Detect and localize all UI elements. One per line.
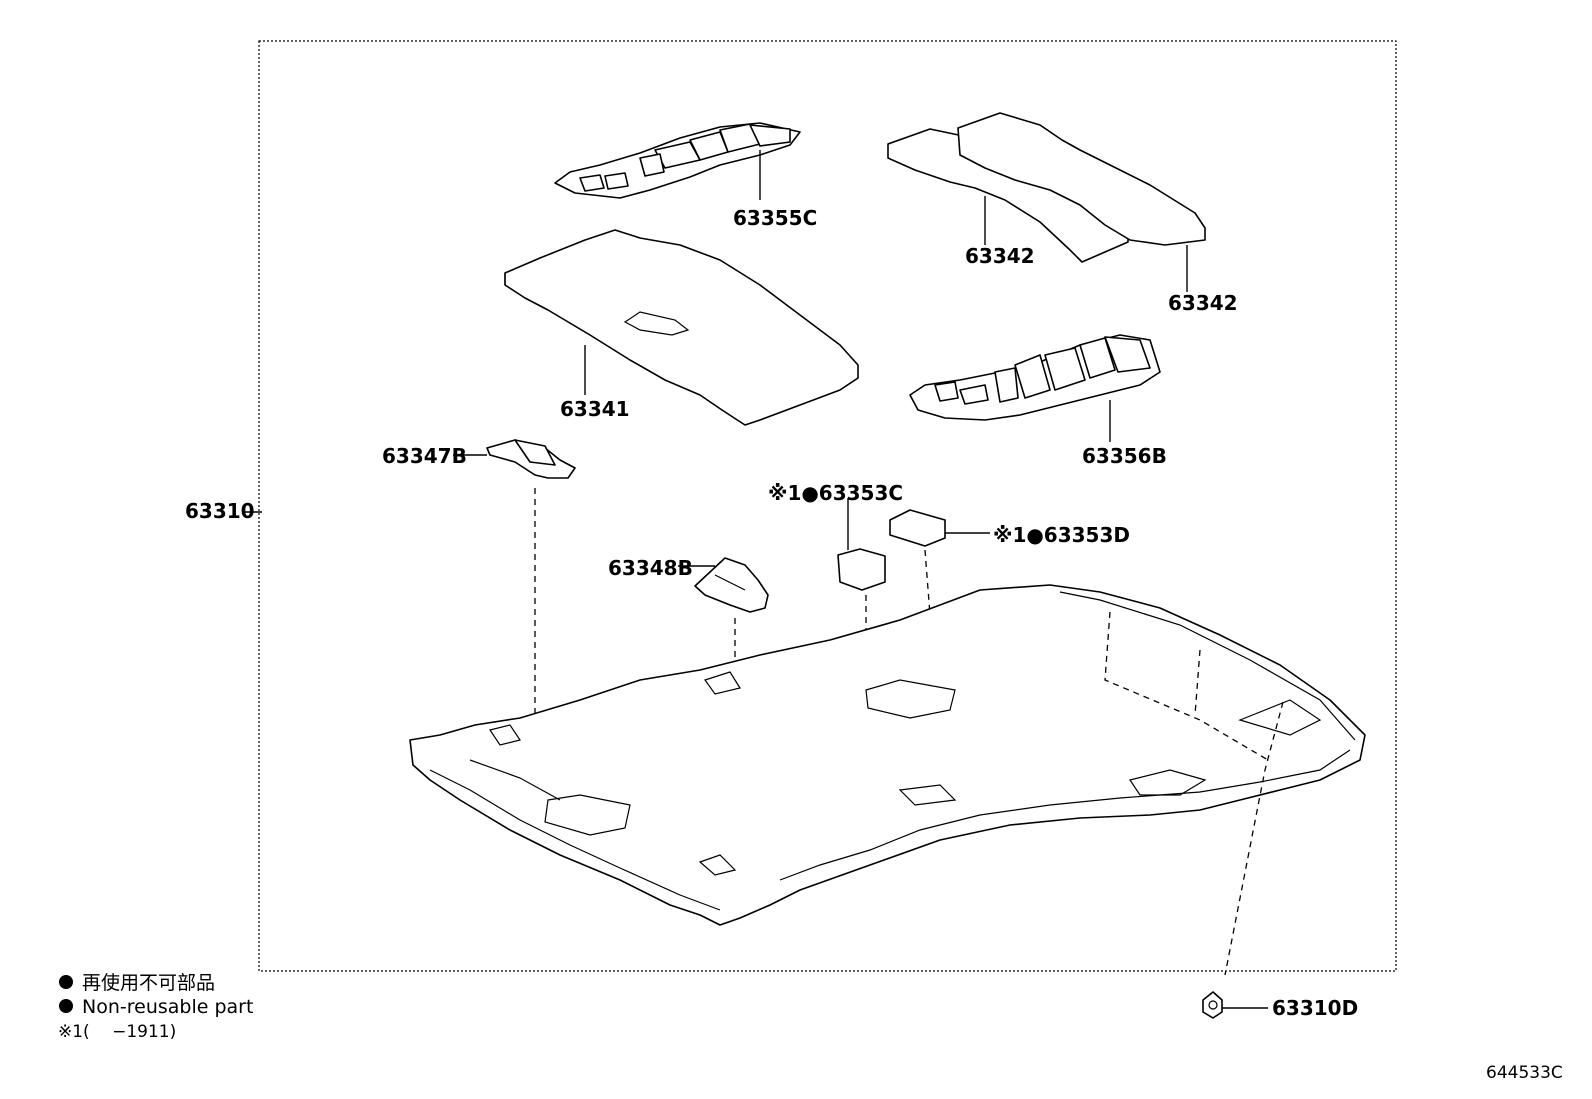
label-63347b: 63347B: [382, 444, 467, 468]
part-63310-headliner-drawing: [245, 511, 1366, 926]
assembly-frame: [258, 40, 1397, 972]
legend-non-reusable-jp: 再使用不可部品: [82, 972, 215, 994]
legend-note: ※1( −1911): [58, 1022, 176, 1042]
legend-non-reusable-en: Non-reusable part: [82, 996, 253, 1018]
part-63355c-drawing: [554, 122, 801, 200]
label-63342-a: 63342: [965, 244, 1035, 268]
label-63342-b: 63342: [1168, 291, 1238, 315]
part-63342-drawing: [887, 112, 1206, 292]
part-63341-drawing: [504, 229, 859, 426]
label-63353c: ※1●63353C: [768, 481, 903, 505]
reference-code: 644533C: [1486, 1063, 1563, 1083]
legend-dot-en: [59, 999, 73, 1013]
part-63353d-drawing: [889, 509, 990, 681]
label-63310: 63310: [185, 499, 255, 523]
headliner-dashed-guides: [1104, 611, 1284, 976]
label-63356b: 63356B: [1082, 444, 1167, 468]
part-63347b-drawing: [453, 439, 576, 730]
part-63356b-drawing: [909, 334, 1161, 442]
part-63353c-drawing: [837, 498, 886, 700]
label-63310d: 63310D: [1272, 996, 1358, 1020]
label-63353d: ※1●63353D: [993, 523, 1130, 547]
label-63341: 63341: [560, 397, 630, 421]
legend-dot-jp: [59, 975, 73, 989]
part-63310d-clip-drawing: [1202, 991, 1268, 1019]
label-63348b: 63348B: [608, 556, 693, 580]
label-63355c: 63355C: [733, 206, 817, 230]
